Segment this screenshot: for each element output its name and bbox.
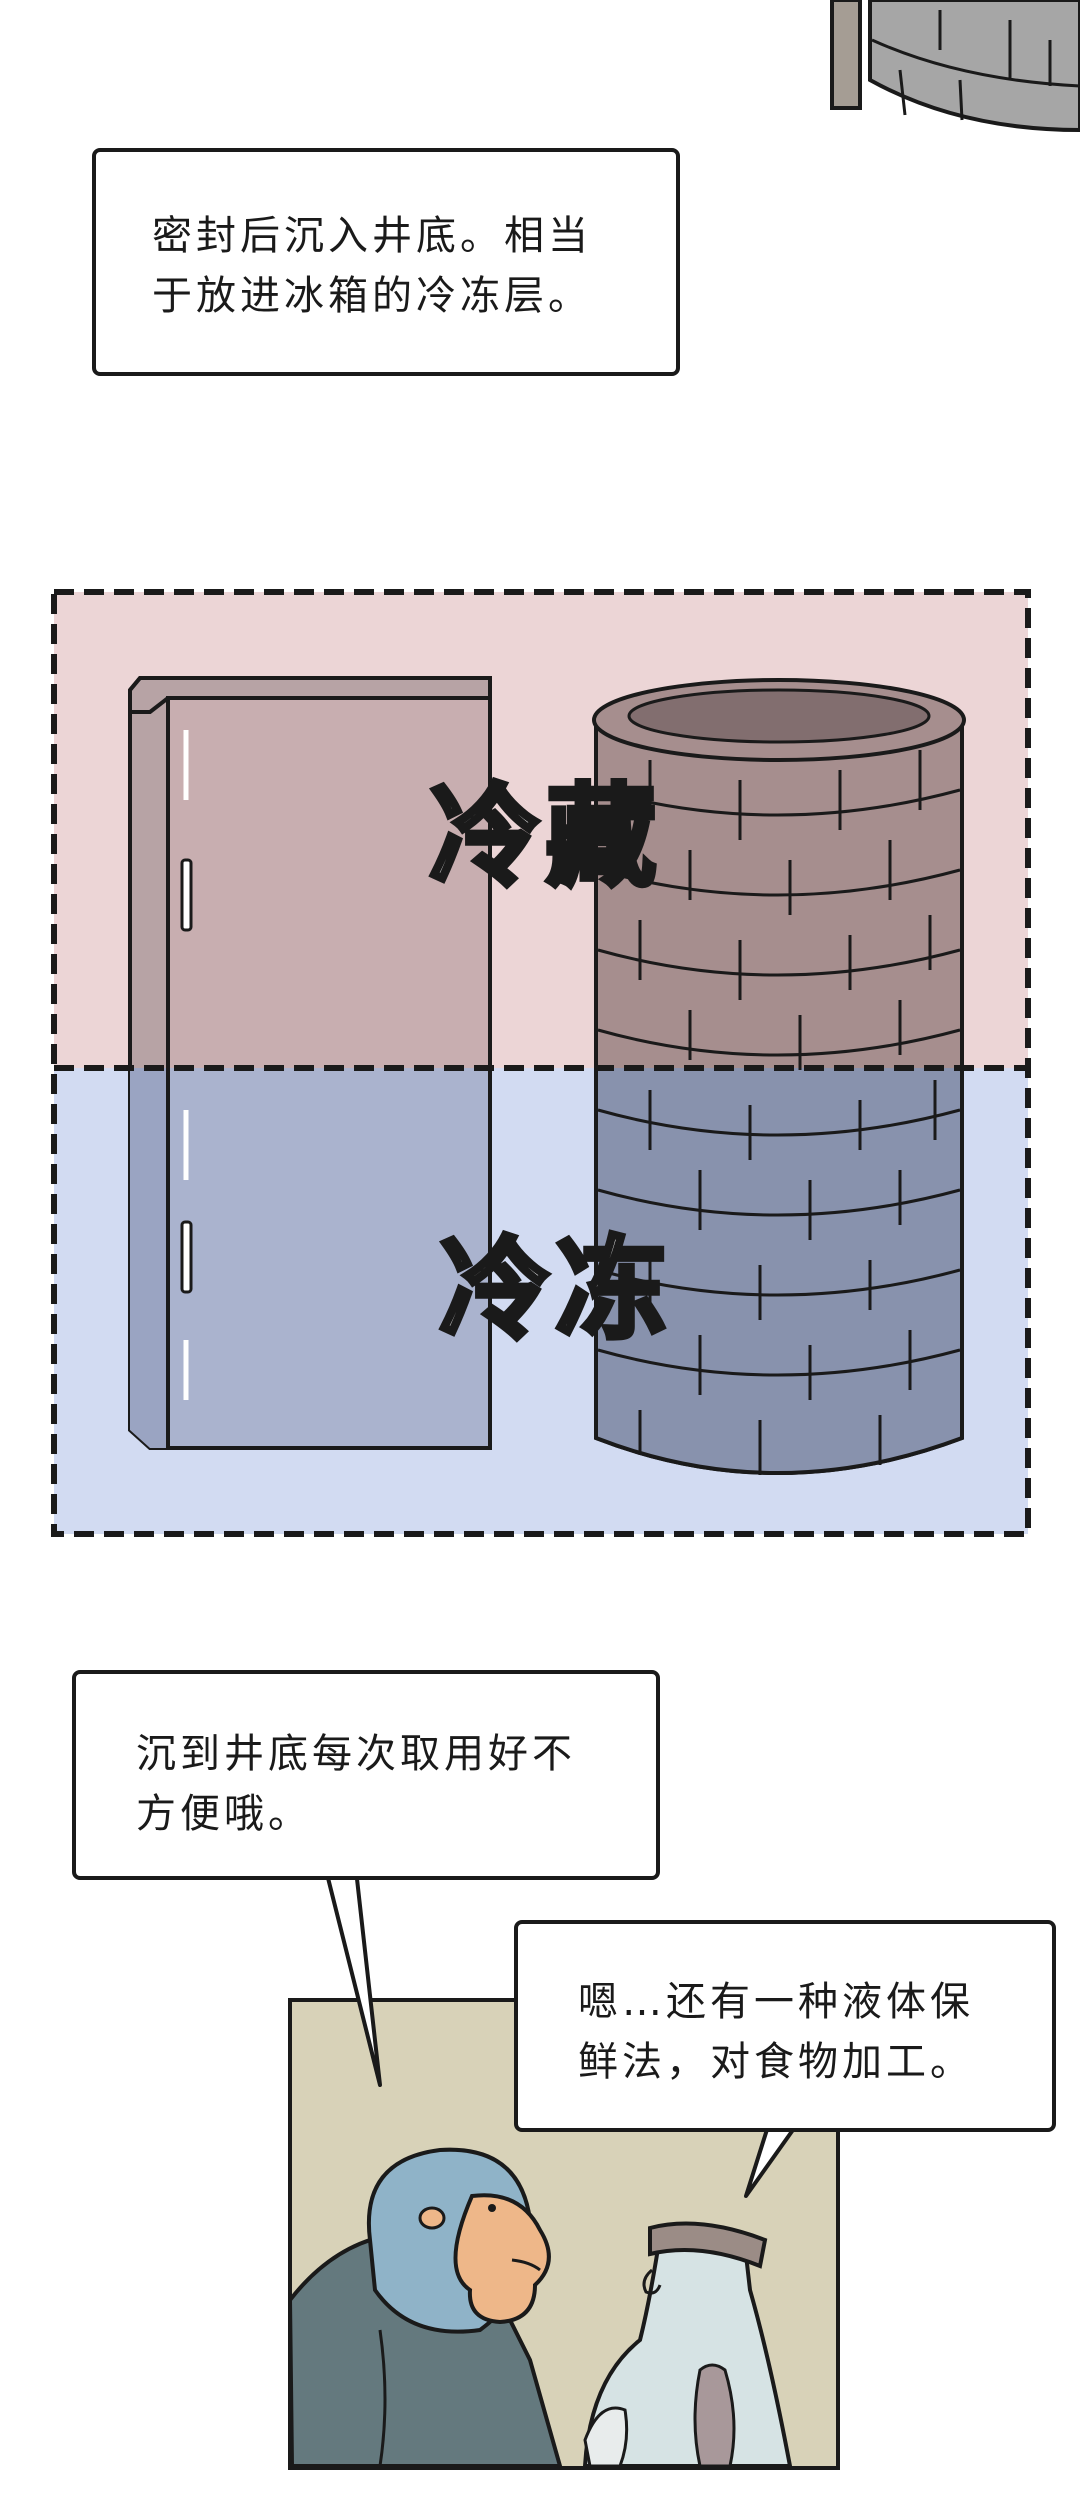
speech-bubble-2: 嗯…还有一种液体保 鲜法，对食物加工。 bbox=[514, 1920, 1056, 2132]
bubble-2-line-1: 嗯…还有一种液体保 bbox=[578, 1979, 974, 2025]
caption-box: 密封后沉入井底。相当 于放进冰箱的冷冻层。 bbox=[92, 148, 680, 376]
refrigeration-label: 冷藏 bbox=[428, 773, 662, 901]
bubble-1-line-2: 方便哦。 bbox=[136, 1791, 312, 1837]
caption-line-1: 密封后沉入井底。相当 bbox=[152, 213, 592, 259]
speech-bubble-1: 沉到井底每次取用好不 方便哦。 bbox=[72, 1670, 660, 1880]
ape-character bbox=[287, 2147, 563, 2468]
freezing-label: 冷冻 bbox=[438, 1226, 672, 1354]
bottle-character bbox=[582, 2221, 793, 2468]
caption-line-2: 于放进冰箱的冷冻层。 bbox=[152, 273, 592, 319]
top-well-illustration bbox=[830, 0, 1080, 133]
bubble-1-line-1: 沉到井底每次取用好不 bbox=[136, 1731, 576, 1777]
bubble-2-line-2: 鲜法，对食物加工。 bbox=[578, 2039, 974, 2085]
